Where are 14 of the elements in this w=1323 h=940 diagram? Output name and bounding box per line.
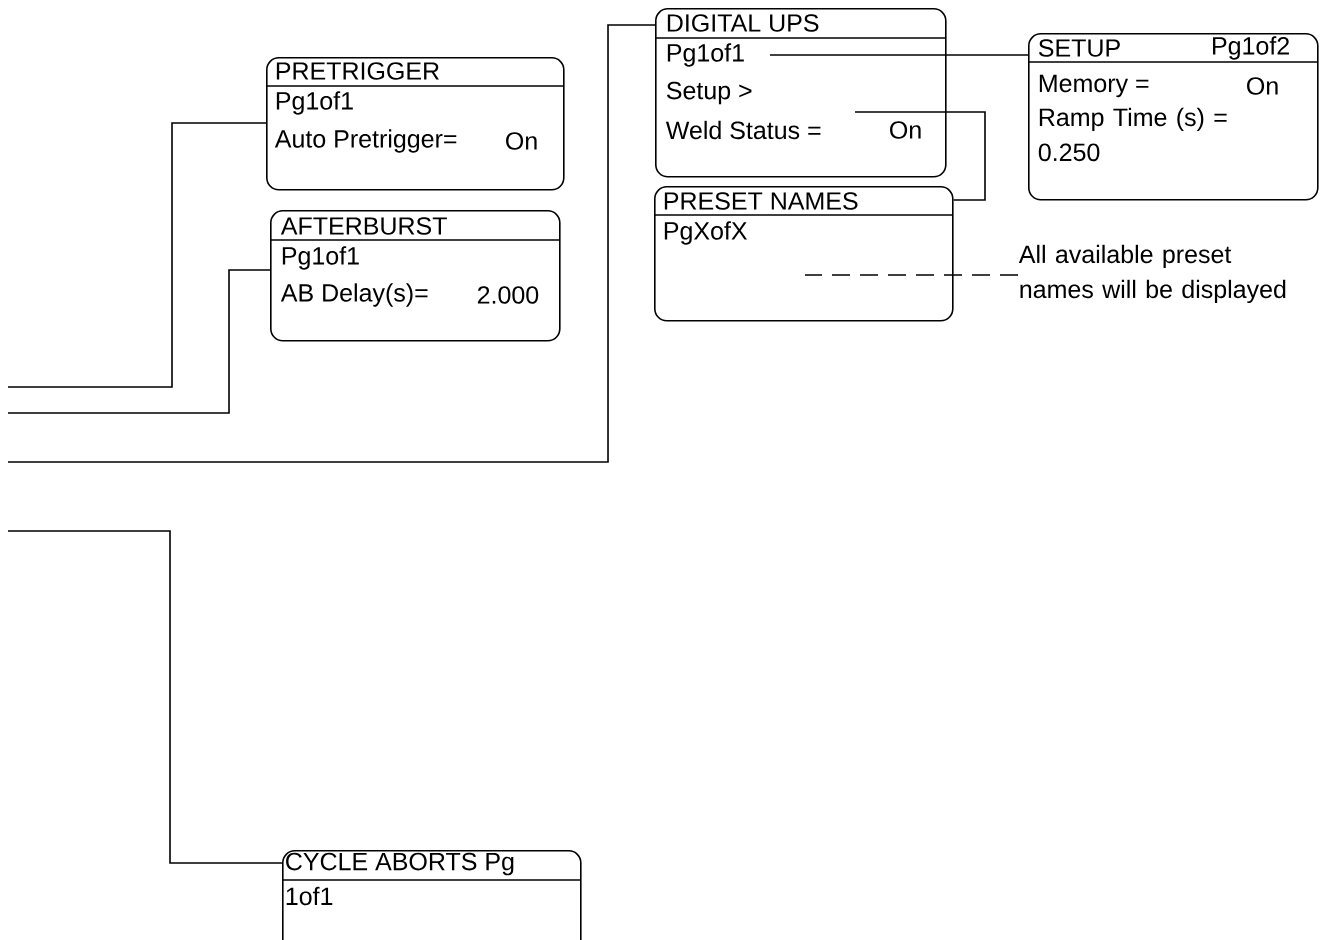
menu-box: AFTERBURST Pg1of1 AB Delay(s)= 2.000 (269, 210, 561, 342)
connector-line (7, 24, 656, 463)
menu-box: SETUP Pg1of2 Memory = On Ramp Time (s) = 0.250 (1027, 33, 1319, 201)
menu-box: PRESET NAMES PgXofX (653, 186, 954, 322)
menu-box: CYCLE ABORTS Pg 1of1 (281, 850, 582, 940)
connector-line (7, 530, 283, 864)
connector-line (7, 122, 267, 388)
connector-line (854, 111, 986, 201)
connector-line (769, 54, 1029, 56)
menu-box: DIGITAL UPS Pg1of1 Setup > Weld Status = On (654, 8, 947, 178)
note-text: All available preset names will be displayed (1018, 244, 1286, 304)
connector-line (7, 269, 271, 414)
menu-box: PRETRIGGER Pg1of1 Auto Pretrigger= On (265, 57, 565, 191)
leader-line (804, 274, 1019, 276)
